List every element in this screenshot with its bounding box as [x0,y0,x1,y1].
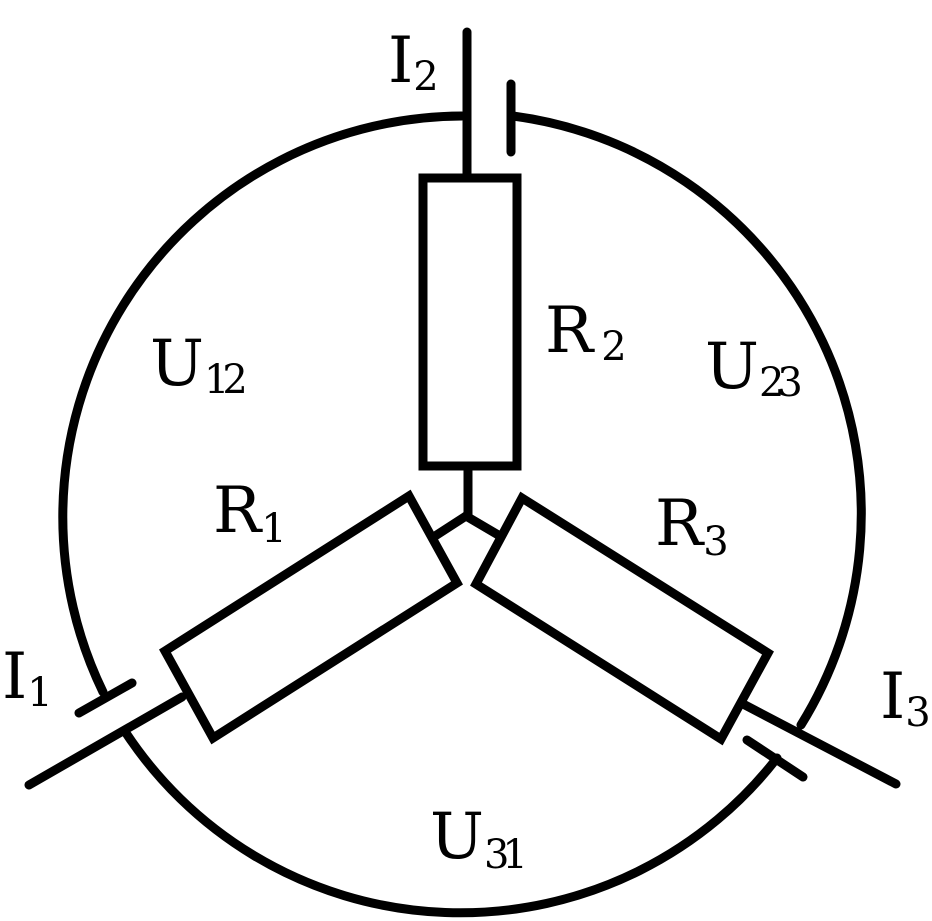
voltage-arc-u23 [508,111,866,730]
label-r1: R1 [213,474,287,552]
label-r3: R3 [655,487,729,565]
resistor-r2 [418,173,522,471]
voltage-arc-u12 [58,111,467,697]
label-u23: U23 [705,330,800,406]
current-marker-i1 [74,678,137,718]
voltage-arc-u31 [121,728,782,918]
star-link-r3 [461,511,505,541]
current-marker-i3 [742,735,808,782]
resistor-r1 [159,489,463,745]
label-u31: U31 [430,800,522,878]
label-i2: I2 [388,24,439,100]
star-link-r1 [427,511,471,543]
resistor-r3 [470,491,774,746]
label-i1: I1 [2,640,53,716]
terminal-1-line [24,692,187,790]
label-u12: U12 [150,327,244,403]
label-i3: I3 [880,660,931,736]
terminal-3-line [740,700,901,789]
